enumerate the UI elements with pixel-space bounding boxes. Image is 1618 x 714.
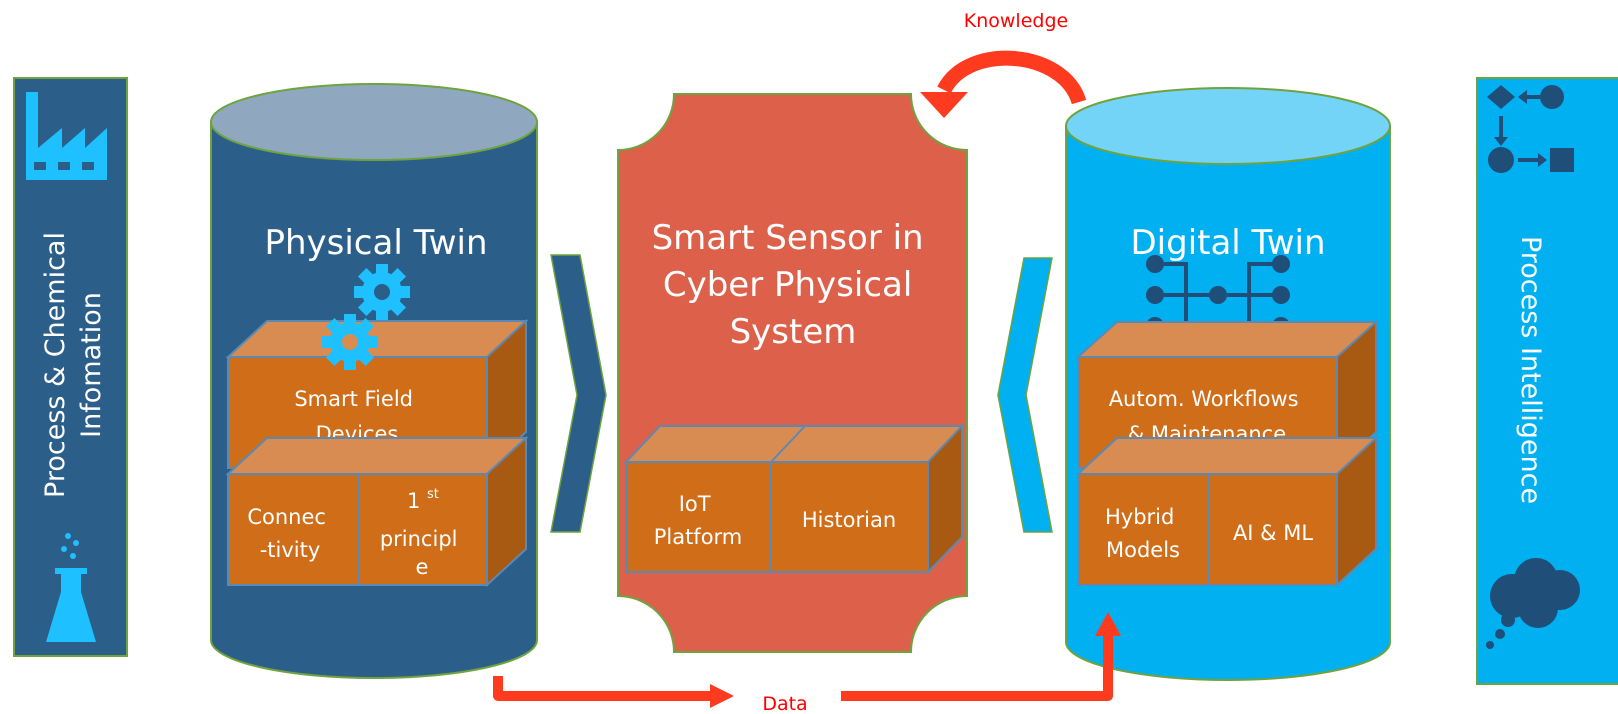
connectivity-block — [227, 473, 359, 586]
chevron-left-icon — [997, 257, 1053, 533]
data-arrow: Data — [493, 612, 1121, 714]
chevron-right-icon — [550, 254, 607, 533]
physical-twin-blocks: Smart Field Devices Connec -tivity 1 pri… — [225, 318, 529, 588]
flask-icon — [46, 533, 96, 642]
smart-sensor-panel: Smart Sensor in Cyber Physical System Io… — [617, 93, 968, 653]
data-label: Data — [762, 693, 807, 714]
left-panel-label-2: Infomation — [76, 292, 107, 438]
first-principle-superscript: st — [427, 487, 439, 502]
flowchart-icon — [1487, 85, 1574, 173]
right-panel-label: Process Intelligence — [1515, 236, 1546, 504]
hybrid-models-block — [1077, 473, 1209, 586]
knowledge-label: Knowledge — [964, 10, 1068, 32]
knowledge-arrow: Knowledge — [920, 10, 1087, 118]
first-principle-block — [357, 473, 488, 586]
digital-twin-blocks: Autom. Workflows & Maintenance Hybrid Mo… — [1075, 319, 1379, 588]
smart-sensor-title: Smart Sensor in Cyber Physical System — [652, 218, 935, 352]
physical-twin-title: Physical Twin — [264, 223, 487, 263]
ai-ml-block — [1207, 473, 1338, 586]
historian-label: Historian — [802, 508, 896, 532]
ai-ml-label: AI & ML — [1233, 521, 1313, 545]
gears-icon — [322, 264, 410, 370]
connectivity-label: Connec -tivity — [247, 505, 332, 562]
hybrid-models-label: Hybrid Models — [1105, 505, 1181, 562]
first-principle-label: 1 principl e — [380, 489, 464, 579]
right-panel: Process Intelligence — [1476, 77, 1618, 685]
historian-block — [770, 461, 929, 573]
digital-twin-title: Digital Twin — [1130, 223, 1325, 263]
factory-icon — [26, 92, 107, 180]
iot-platform-block — [625, 461, 772, 573]
left-panel: Process & Chemical Infomation — [13, 77, 128, 657]
thought-cloud-icon — [1486, 558, 1580, 649]
left-panel-label-1: Process & Chemical — [40, 232, 71, 498]
iot-platform-label: IoT Platform — [654, 492, 743, 549]
